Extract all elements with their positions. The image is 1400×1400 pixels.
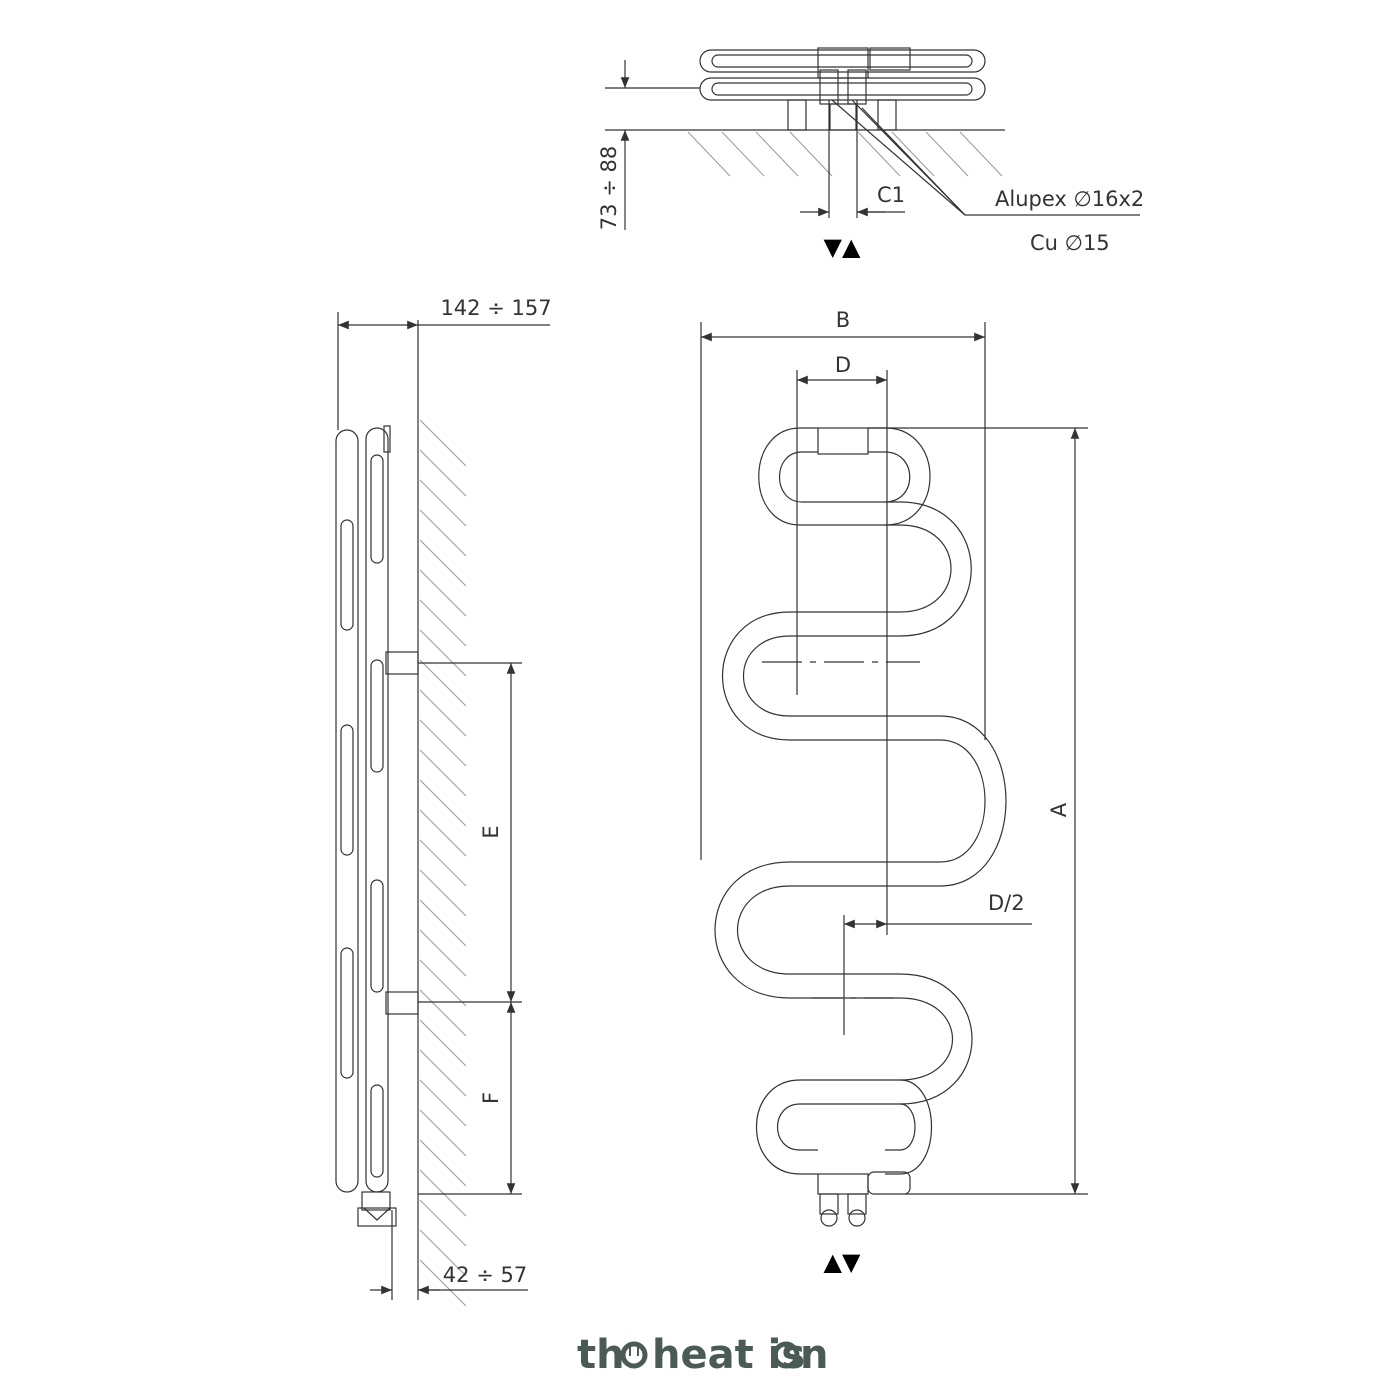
side-depth-bottom-label: 42 ÷ 57	[443, 1263, 527, 1287]
wall-hatch-line	[419, 479, 467, 527]
side-view	[335, 312, 550, 1307]
e-label: E	[479, 825, 503, 838]
alupex-label: Alupex ∅16x2	[995, 187, 1144, 211]
b-label: B	[836, 308, 850, 332]
wall-hatch-line	[419, 899, 467, 947]
wall-hatch-line	[419, 659, 467, 707]
wall-hatch-line	[419, 1199, 467, 1247]
side-depth-top-label: 142 ÷ 157	[440, 296, 551, 320]
wall-hatch-line	[419, 779, 467, 827]
wall-hatch-line	[419, 989, 467, 1037]
power-o-icon	[772, 1341, 800, 1369]
front-view	[700, 322, 1088, 1227]
d-half-label: D/2	[988, 891, 1025, 915]
logo-text-3: n	[800, 1332, 828, 1378]
wall-hatch-line	[419, 1139, 467, 1187]
wall-hatch-line	[419, 1049, 467, 1097]
wall-hatch-line	[419, 539, 467, 587]
wall-hatch-line	[419, 689, 467, 737]
wall-hatch-line	[419, 1019, 467, 1067]
wall-hatch-line	[419, 1169, 467, 1217]
wall-hatch-line	[419, 1229, 467, 1277]
wall-hatch-line	[419, 809, 467, 857]
wall-hatch-line	[419, 1079, 467, 1127]
wall-hatch-line	[419, 599, 467, 647]
wall-hatch-line	[419, 629, 467, 677]
c1-label: C1	[877, 183, 905, 207]
logo-text-1: th	[577, 1332, 625, 1378]
wall-hatch-line	[419, 839, 467, 887]
cu-label: Cu ∅15	[1030, 231, 1110, 255]
wall-hatch-line	[419, 929, 467, 977]
wall-hatch-line	[419, 719, 467, 767]
logo-text-2: heat is	[652, 1332, 805, 1378]
flow-arrows-bottom: ▲▼	[824, 1248, 861, 1276]
wall-hatch-line	[419, 959, 467, 1007]
wall-hatch-line	[419, 749, 467, 797]
a-label: A	[1047, 802, 1071, 817]
d-label: D	[835, 353, 851, 377]
wall-hatch-line	[419, 509, 467, 557]
flow-arrows-top: ▼▲	[824, 233, 861, 261]
wall-hatch-line	[419, 419, 467, 467]
brand-logo: th heat is n	[577, 1332, 828, 1378]
wall-hatch-line	[419, 1259, 467, 1307]
top-depth-label: 73 ÷ 88	[597, 146, 621, 230]
wall-hatch-line	[419, 1109, 467, 1157]
wall-hatch-line	[419, 569, 467, 617]
wall-hatch-line	[419, 869, 467, 917]
wall-hatch-line	[419, 449, 467, 497]
plug-o-icon	[620, 1341, 648, 1369]
f-label: F	[479, 1092, 503, 1104]
top-view	[605, 47, 1140, 230]
